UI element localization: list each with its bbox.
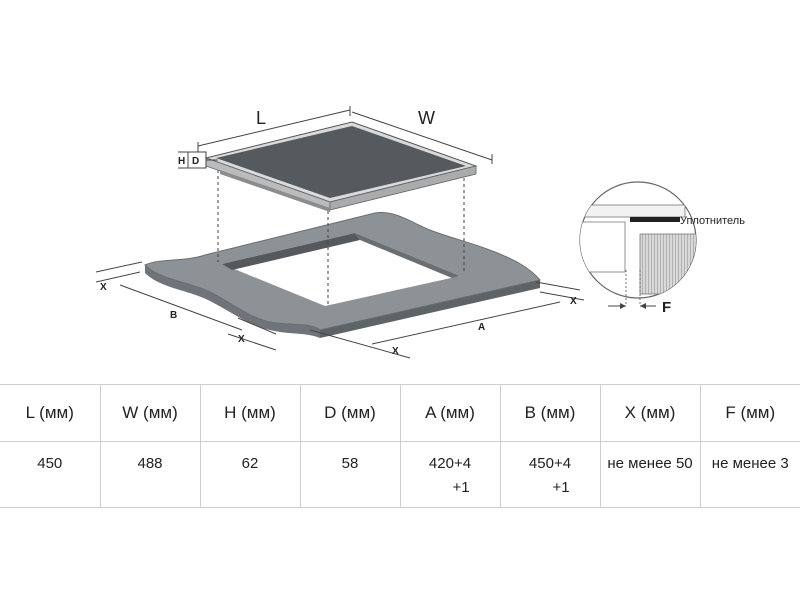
header-w: W (мм) xyxy=(99,384,201,442)
cell-f: не менее 3 xyxy=(699,441,800,508)
label-x-left: X xyxy=(100,282,107,293)
cell-x: не менее 50 xyxy=(599,441,701,508)
cell-b: 450+4 +1 xyxy=(499,441,601,508)
cell-h: 62 xyxy=(199,441,301,508)
dimension-lines xyxy=(95,106,585,359)
cell-a: 420+4 +1 xyxy=(399,441,501,508)
label-x-bottom: X xyxy=(392,346,399,357)
countertop xyxy=(144,212,541,338)
table-row: 450 488 62 58 420+4 +1 450+4 +1 не менее… xyxy=(0,441,800,508)
label-w: W xyxy=(418,108,435,128)
header-h: H (мм) xyxy=(199,384,301,442)
dimensions-table: L (мм) W (мм) H (мм) D (мм) A (мм) B (мм… xyxy=(0,384,800,508)
header-b: B (мм) xyxy=(499,384,601,442)
header-l: L (мм) xyxy=(0,384,101,442)
label-l: L xyxy=(256,108,266,128)
projection-lines xyxy=(217,170,465,304)
installation-diagram: L W H D X B X X A X Уплотнитель xyxy=(95,106,745,359)
hob xyxy=(204,121,478,212)
table-header-row: L (мм) W (мм) H (мм) D (мм) A (мм) B (мм… xyxy=(0,384,800,442)
header-x: X (мм) xyxy=(599,384,701,442)
cell-l: 450 xyxy=(0,441,101,508)
label-seal: Уплотнитель xyxy=(680,215,745,227)
label-x-right: X xyxy=(570,296,577,307)
label-x-bottom-left: X xyxy=(238,334,245,345)
label-b: B xyxy=(170,310,177,321)
cell-w: 488 xyxy=(99,441,201,508)
label-d: D xyxy=(192,156,199,167)
label-f: F xyxy=(662,299,671,316)
label-a: A xyxy=(478,322,485,333)
label-h: H xyxy=(178,156,185,167)
cell-d: 58 xyxy=(299,441,401,508)
header-a: A (мм) xyxy=(399,384,501,442)
header-f: F (мм) xyxy=(699,384,800,442)
seal-detail xyxy=(579,181,697,309)
header-d: D (мм) xyxy=(299,384,401,442)
